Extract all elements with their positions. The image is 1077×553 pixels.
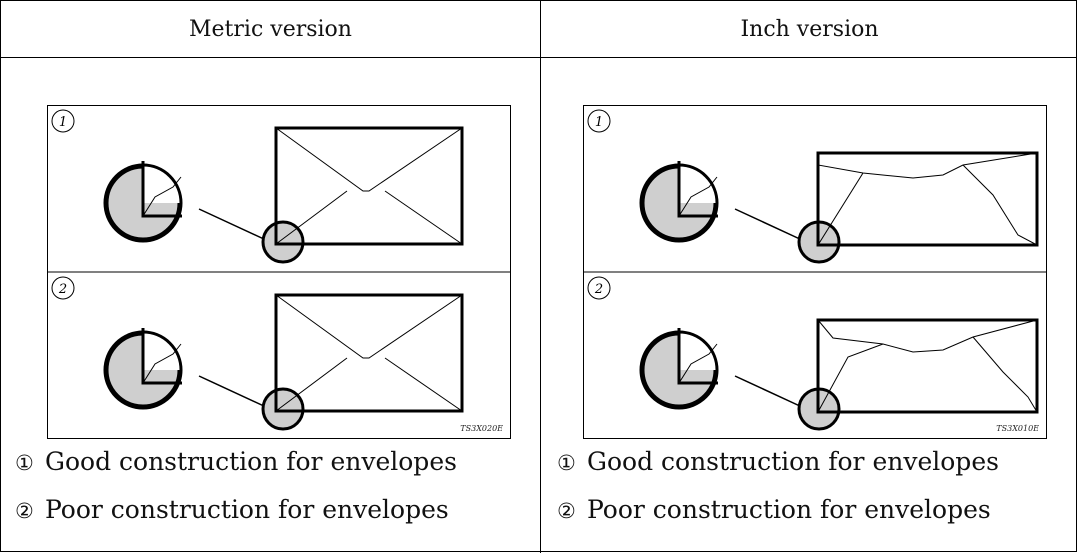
- caption-inch-poor: ② Poor construction for envelopes: [557, 495, 991, 524]
- panel-marker-1: 1: [595, 115, 603, 130]
- panel-marker-2: 2: [594, 282, 603, 297]
- panel-marker-2: 2: [58, 282, 67, 297]
- inch-poor-panel: 2 TS3X010E: [587, 276, 1039, 433]
- metric-poor-panel: 2 TS3X020E: [51, 276, 503, 433]
- caption-text: Poor construction for envelopes: [587, 495, 991, 524]
- column-header-metric: Metric version: [189, 16, 352, 42]
- column-divider: [540, 1, 541, 553]
- caption-number: ②: [15, 499, 34, 523]
- envelope-figure-inch: 1 2 TS3X010E: [583, 105, 1047, 439]
- envelope-figure-metric: 1 2: [47, 105, 511, 439]
- caption-metric-good: ① Good construction for envelopes: [15, 447, 457, 476]
- caption-number: ①: [557, 451, 576, 475]
- column-header-inch: Inch version: [740, 16, 879, 42]
- caption-text: Good construction for envelopes: [45, 447, 457, 476]
- figure-code: TS3X010E: [996, 424, 1039, 433]
- figure-code: TS3X020E: [460, 424, 503, 433]
- header-divider: [1, 57, 1077, 58]
- metric-good-panel: 1: [51, 109, 464, 264]
- caption-text: Good construction for envelopes: [587, 447, 999, 476]
- caption-text: Poor construction for envelopes: [45, 495, 449, 524]
- caption-number: ①: [15, 451, 34, 475]
- caption-metric-poor: ② Poor construction for envelopes: [15, 495, 449, 524]
- caption-inch-good: ① Good construction for envelopes: [557, 447, 999, 476]
- inch-good-panel: 1: [587, 109, 1039, 264]
- panel-marker-1: 1: [59, 115, 67, 130]
- caption-number: ②: [557, 499, 576, 523]
